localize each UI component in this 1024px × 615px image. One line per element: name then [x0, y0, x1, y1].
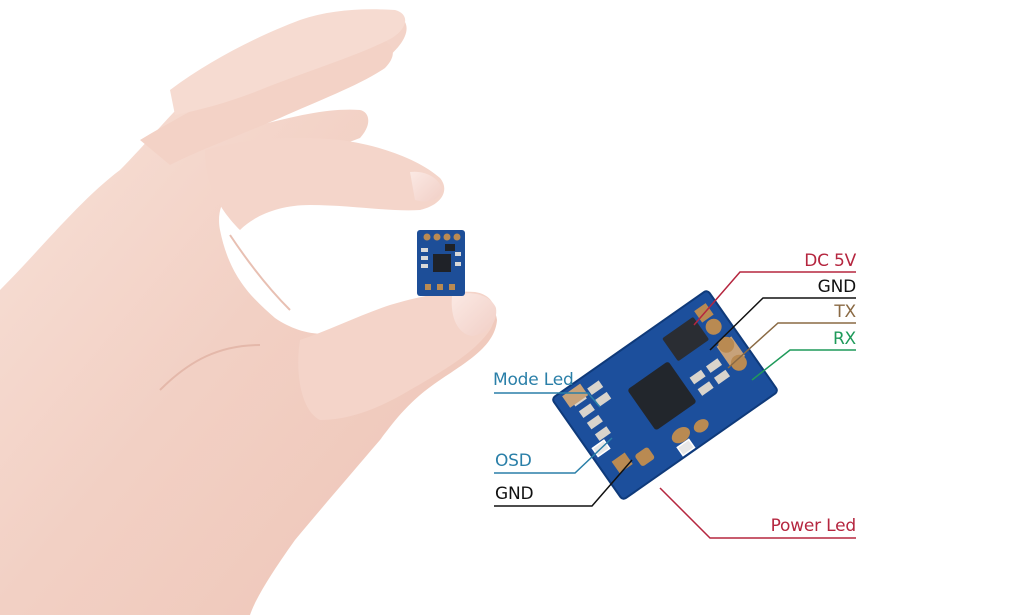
- palm-crease: [159, 344, 261, 391]
- dc5v-line: [693, 271, 856, 326]
- osd-line: [494, 437, 613, 474]
- label-tx: TX: [834, 302, 856, 322]
- pad-tx: [718, 336, 735, 353]
- small-module: [417, 230, 465, 296]
- middle-finger: [140, 37, 393, 165]
- pad-gnd-bottom: [635, 447, 655, 466]
- thumb: [298, 291, 495, 420]
- label-mode-led: Mode Led: [493, 370, 574, 390]
- finger-crease: [229, 234, 291, 311]
- pad-osd: [611, 452, 633, 474]
- leader-lines: [494, 271, 856, 539]
- pcb-board: [552, 290, 778, 500]
- label-rx: RX: [832, 329, 856, 349]
- power-led-line: [659, 487, 856, 539]
- hand: [0, 9, 497, 615]
- power-led: [676, 438, 696, 457]
- pad-gnd-top: [705, 318, 722, 335]
- mode-led-line: [494, 392, 601, 408]
- index-fingernail: [410, 171, 442, 202]
- palm: [0, 15, 497, 615]
- ring-finger: [170, 9, 406, 115]
- qfn-chip: [628, 362, 696, 430]
- pad-rx: [730, 354, 747, 371]
- label-power-led: Power Led: [770, 516, 857, 536]
- label-osd: OSD: [495, 451, 532, 471]
- label-dc5v: DC 5V: [804, 251, 856, 271]
- gnd-top-line: [709, 297, 856, 351]
- thumbnail: [451, 293, 497, 336]
- label-gnd-top: GND: [817, 277, 857, 297]
- gnd-bottom-line: [494, 459, 633, 507]
- tx-line: [727, 322, 856, 369]
- label-gnd-bottom: GND: [495, 484, 534, 504]
- index-finger: [205, 138, 445, 230]
- rx-line: [751, 349, 856, 381]
